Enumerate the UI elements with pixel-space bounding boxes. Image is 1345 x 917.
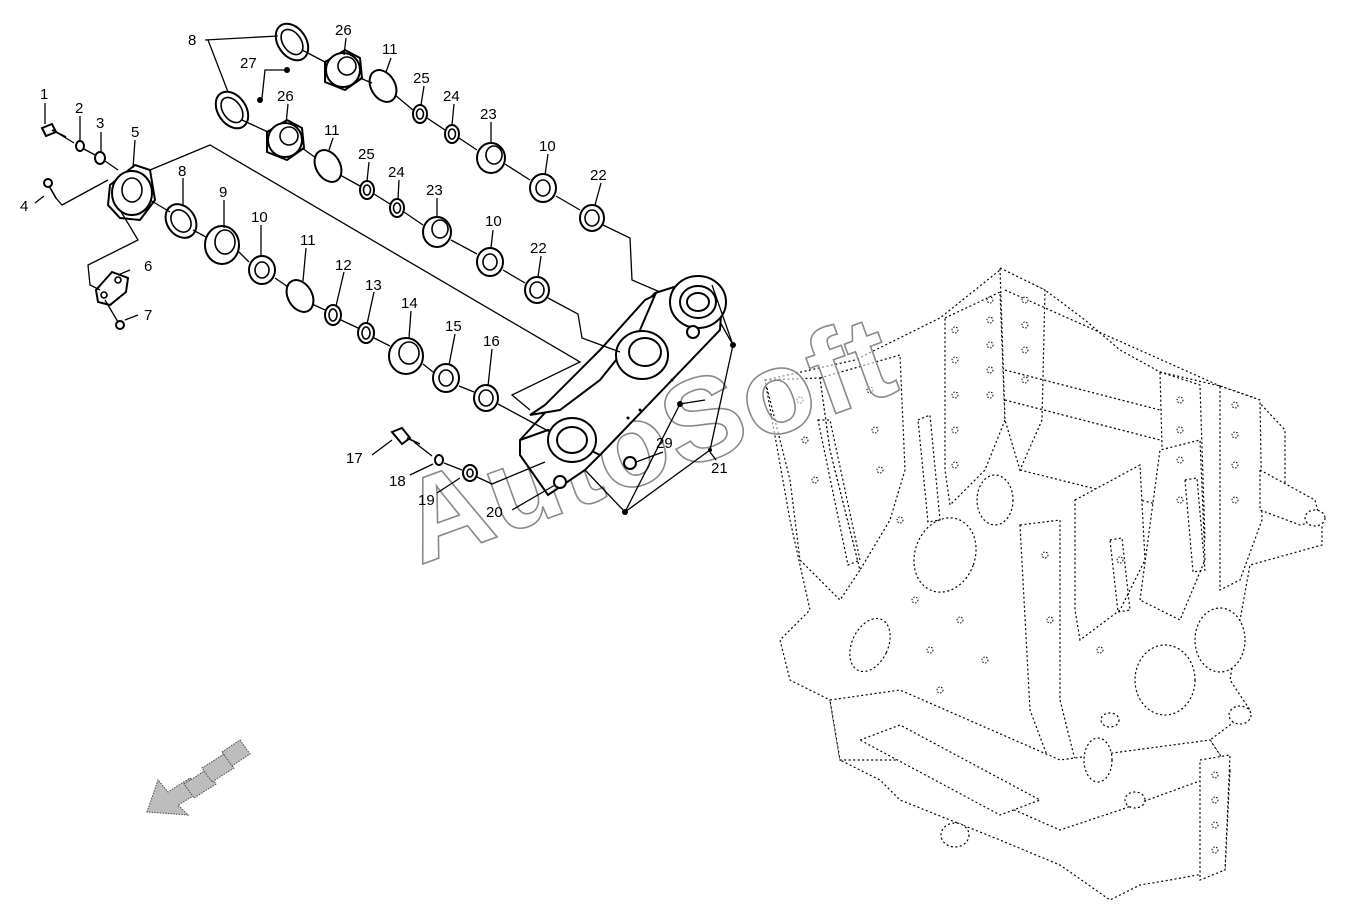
callout-22-row-a: 22 xyxy=(590,167,607,184)
callout-29: 29 xyxy=(656,435,673,452)
callout-18: 18 xyxy=(389,473,406,490)
callout-leaders xyxy=(34,37,717,511)
callout-27: 27 xyxy=(240,55,257,72)
callout-2: 2 xyxy=(75,100,83,117)
bearing-carrier-bracket xyxy=(519,275,727,497)
callout-1: 1 xyxy=(40,86,48,103)
callout-10-row-c: 10 xyxy=(251,209,268,226)
callout-25-row-b: 25 xyxy=(358,146,375,163)
callout-22-row-b: 22 xyxy=(530,240,547,257)
callout-3: 3 xyxy=(96,115,104,132)
row-c-parts xyxy=(106,163,499,412)
callout-15: 15 xyxy=(445,318,462,335)
callout-23-row-b: 23 xyxy=(426,182,443,199)
callout-25-row-a: 25 xyxy=(413,70,430,87)
callout-9: 9 xyxy=(219,184,227,201)
callout-8-top: 8 xyxy=(188,32,196,49)
callout-19: 19 xyxy=(418,492,435,509)
callout-labels: 1 2 3 4 5 6 7 8 8 9 10 10 10 11 11 11 12… xyxy=(20,22,728,521)
hardware xyxy=(40,67,478,482)
callout-4: 4 xyxy=(20,198,28,215)
frame-bolt-holes xyxy=(796,296,1239,854)
callout-13: 13 xyxy=(365,277,382,294)
callout-26-row-a: 26 xyxy=(335,22,352,39)
assembly-lines xyxy=(54,35,736,515)
callout-11-row-c: 11 xyxy=(300,232,316,249)
callout-6: 6 xyxy=(144,258,152,275)
callout-11-row-a: 11 xyxy=(382,41,398,58)
row-a-parts xyxy=(274,22,605,232)
callout-17: 17 xyxy=(346,450,363,467)
machine-frame xyxy=(764,267,1326,901)
callout-5: 5 xyxy=(131,124,139,141)
callout-8-row-c: 8 xyxy=(178,163,186,180)
callout-24-row-a: 24 xyxy=(443,88,460,105)
callout-24-row-b: 24 xyxy=(388,164,405,181)
callout-10-row-b: 10 xyxy=(485,213,502,230)
callout-14: 14 xyxy=(401,295,418,312)
callout-12: 12 xyxy=(335,257,352,274)
callout-16: 16 xyxy=(483,333,500,350)
callout-20: 20 xyxy=(486,504,503,521)
callout-26-row-b: 26 xyxy=(277,88,294,105)
direction-arrow-icon xyxy=(146,739,251,816)
callout-7: 7 xyxy=(144,307,152,324)
callout-11-row-b: 11 xyxy=(324,122,340,139)
callout-10-row-a: 10 xyxy=(539,138,556,155)
callout-21: 21 xyxy=(711,460,728,477)
callout-23-row-a: 23 xyxy=(480,106,497,123)
